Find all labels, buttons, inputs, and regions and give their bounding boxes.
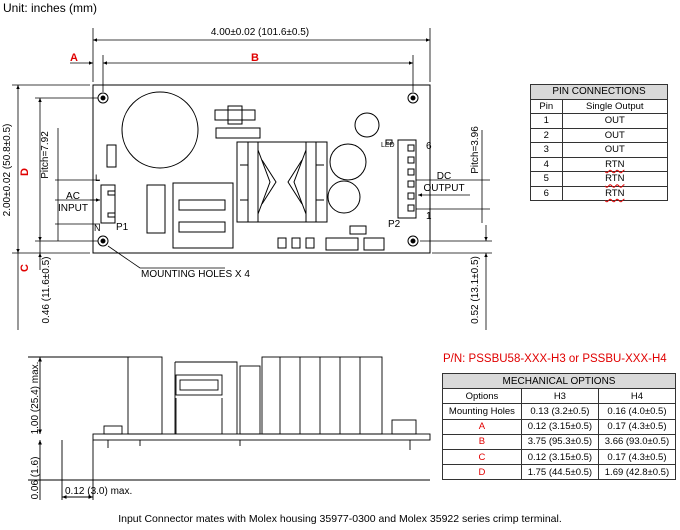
table-cell: 5: [530, 171, 563, 187]
table-row: 2 OUT: [530, 127, 669, 143]
table-cell: 0.16 (4.0±0.5): [597, 403, 677, 420]
table-cell: 6: [530, 185, 563, 201]
mech-table-header: H4: [597, 388, 677, 405]
table-cell: 0.17 (4.3±0.5): [597, 418, 677, 435]
pin1-label: 1: [426, 211, 432, 222]
table-cell: 1.69 (42.8±0.5): [597, 464, 677, 481]
part-number-label: P/N: PSSBU58-XXX-H3 or PSSBU-XXX-H4: [443, 353, 667, 365]
transformer: [236, 141, 328, 223]
p2-connector: [397, 139, 417, 219]
table-cell: 0.13 (3.2±0.5): [520, 403, 599, 420]
table-cell: C: [442, 448, 522, 466]
table-row: 4 RTN: [530, 156, 669, 172]
ac-input-label-2: INPUT: [58, 203, 88, 214]
mech-table-header: H3: [520, 388, 599, 405]
mounting-hole-icon: [97, 92, 419, 247]
dimension-lines: [12, 28, 492, 330]
n-label: N: [94, 223, 101, 233]
table-cell: OUT: [561, 142, 669, 158]
top-view: [92, 84, 431, 254]
table-cell: RTN: [561, 156, 669, 172]
pin-table-header: Single Output: [561, 98, 669, 114]
table-cell: 0.12 (3.15±0.5): [520, 418, 599, 435]
pin-table-title: PIN CONNECTIONS: [530, 84, 668, 100]
table-cell: 2: [530, 127, 563, 143]
table-cell: 1.75 (44.5±0.5): [520, 464, 599, 481]
pin-table-header: Pin: [530, 98, 563, 114]
table-cell: 3.66 (93.0±0.5): [597, 433, 677, 450]
dim-letter-c: C: [19, 264, 31, 272]
footnote: Input Connector mates with Molex housing…: [118, 513, 562, 525]
table-row: C 0.12 (3.15±0.5) 0.17 (4.3±0.5): [442, 448, 677, 466]
pin6-label: 6: [426, 141, 432, 152]
mounting-holes-label: MOUNTING HOLES X 4: [141, 269, 250, 280]
mech-table-title: MECHANICAL OPTIONS: [442, 372, 676, 390]
side-height-label: 1.00 (25.4) max.: [30, 362, 41, 435]
table-cell: Mounting Holes: [442, 403, 522, 420]
overall-height-label: 2.00±0.02 (50.8±0.5): [2, 124, 13, 217]
unit-label: Unit: inches (mm): [3, 1, 98, 15]
table-row: A 0.12 (3.15±0.5) 0.17 (4.3±0.5): [442, 418, 677, 435]
table-cell: 0.17 (4.3±0.5): [597, 448, 677, 466]
l-label: L: [95, 173, 100, 183]
mech-table-header: Options: [442, 388, 522, 405]
table-row: D 1.75 (44.5±0.5) 1.69 (42.8±0.5): [442, 464, 677, 481]
table-row: 6 RTN: [530, 185, 669, 201]
pitch-left-label: Pitch=7.92: [40, 131, 51, 179]
mechanical-options-table: MECHANICAL OPTIONS Options H3 H4 Mountin…: [442, 372, 677, 481]
table-row: 3 OUT: [530, 142, 669, 158]
table-cell: D: [442, 464, 522, 481]
dim-letter-d: D: [19, 168, 31, 176]
table-row: 5 RTN: [530, 171, 669, 187]
table-cell: 3.75 (95.3±0.5): [520, 433, 599, 450]
table-cell: A: [442, 418, 522, 435]
p1-label: P1: [116, 222, 129, 233]
p1-connector: [100, 184, 116, 224]
table-cell: 1: [530, 113, 563, 129]
p2-label: P2: [388, 219, 401, 230]
table-cell: RTN: [561, 185, 669, 201]
dim-letter-b: B: [251, 52, 259, 64]
ac-input-label-1: AC: [66, 191, 80, 202]
overall-width-label: 4.00±0.02 (101.6±0.5): [211, 27, 309, 38]
side-view: [28, 356, 431, 500]
bottom-right-offset-label: 0.52 (13.1±0.5): [470, 256, 481, 324]
led-label: LED: [381, 142, 395, 149]
table-cell: OUT: [561, 113, 669, 129]
dc-output-label-1: DC: [437, 171, 451, 182]
dim-letter-a: A: [70, 52, 78, 64]
side-base-label: 0.06 (1.6): [30, 457, 41, 500]
table-cell: 4: [530, 156, 563, 172]
board-outline: [92, 84, 431, 254]
bottom-left-offset-label: 0.46 (11.6±0.5): [41, 256, 52, 323]
table-cell: OUT: [561, 127, 669, 143]
pin-connections-table: PIN CONNECTIONS Pin Single Output 1 OUT …: [530, 84, 669, 201]
dc-output-label-2: OUTPUT: [423, 183, 464, 194]
table-cell: RTN: [561, 171, 669, 187]
table-row: 1 OUT: [530, 113, 669, 129]
table-row: B 3.75 (95.3±0.5) 3.66 (93.0±0.5): [442, 433, 677, 450]
table-cell: 3: [530, 142, 563, 158]
side-lead-label: 0.12 (3.0) max.: [65, 486, 132, 497]
bulk-capacitor: [121, 91, 199, 169]
table-row: Mounting Holes 0.13 (3.2±0.5) 0.16 (4.0±…: [442, 403, 677, 420]
table-cell: 0.12 (3.15±0.5): [520, 448, 599, 466]
table-cell: B: [442, 433, 522, 450]
pitch-right-label: Pitch=3.96: [470, 126, 481, 174]
